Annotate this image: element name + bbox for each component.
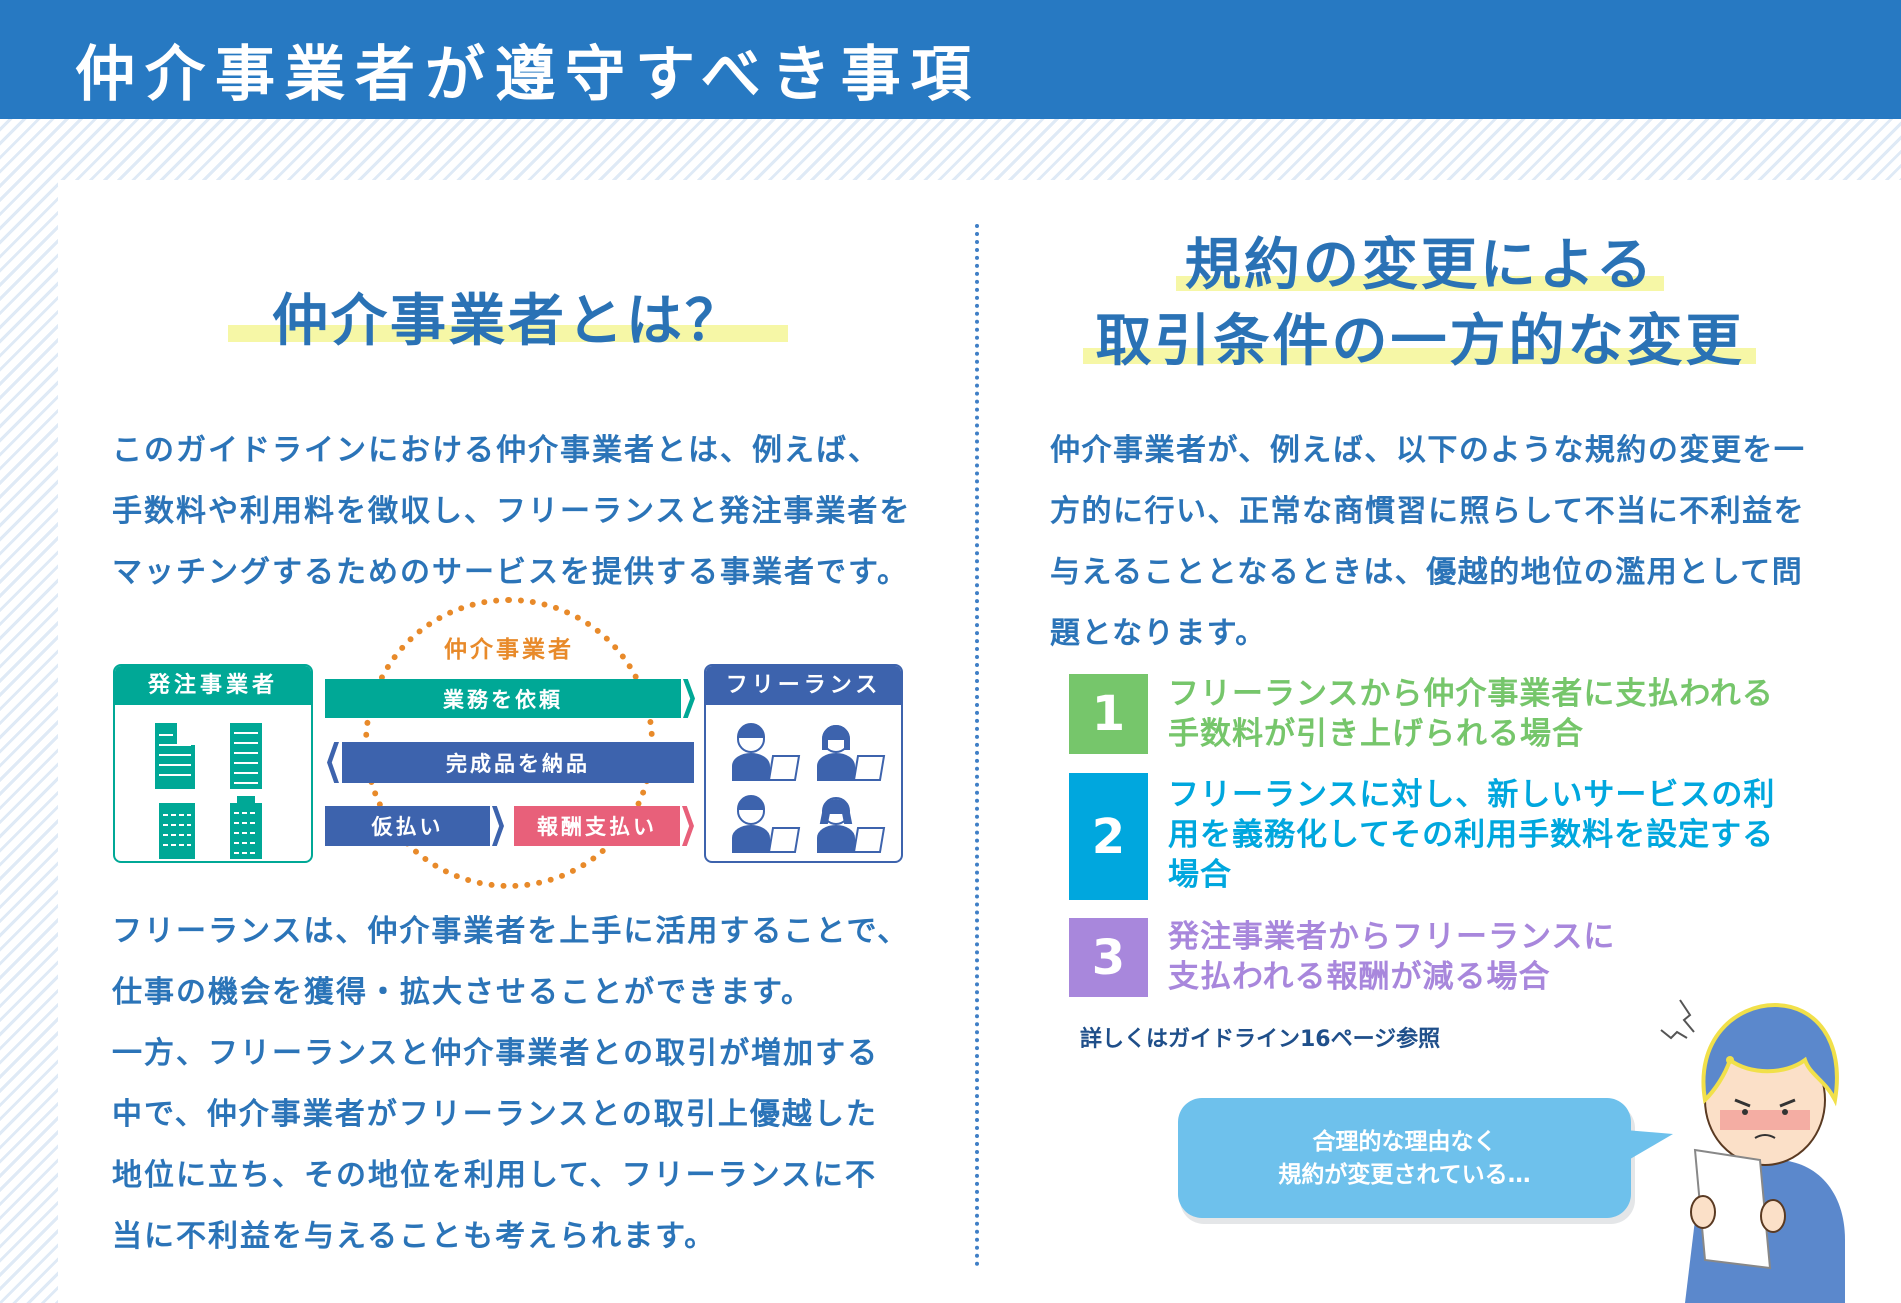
client-label: 発注事業者 [115,666,311,705]
heading-highlight [1083,348,1756,364]
request-label: 業務を依頼 [443,687,563,712]
heading-line: 規約の変更による [1184,233,1656,298]
payment-arrow: 報酬支払い [514,806,680,846]
header-bar [0,0,1901,119]
building-icons [155,723,262,859]
heading-line: 取引条件の一方的な変更 [1095,309,1745,374]
right-heading: 規約の変更による 取引条件の一方的な変更 [1030,228,1810,380]
text-line: 場合 [1168,857,1232,893]
text-line: 発注事業者からフリーランスに [1168,919,1616,955]
reference-note: 詳しくはガイドライン16ページ参照 [1080,1027,1441,1052]
bubble-line: 合理的な理由なく [1312,1129,1497,1155]
item-2-text: フリーランスに対し、新しいサービスの利 用を義務化してその利用手数料を設定する … [1168,775,1775,895]
item-1-text: フリーランスから仲介事業者に支払われる 手数料が引き上げられる場合 [1168,674,1774,754]
freelancer-icons [732,723,886,853]
prepay-arrow: 仮払い [325,806,490,846]
left-body: フリーランスは、仲介事業者を上手に活用することで、 仕事の機会を獲得・拡大させる… [112,901,909,1267]
request-arrow: 業務を依頼 [325,679,681,718]
payment-label: 報酬支払い [537,815,657,839]
speech-bubble-shape [1178,1098,1673,1224]
heading-highlight [1176,276,1664,291]
deliver-arrow: 完成品を納品 [342,742,694,783]
text-line: 支払われる報酬が減る場合 [1168,959,1551,995]
text-line: 仲介事業者が、例えば、以下のような規約の変更を一 [1050,433,1806,468]
prepay-label: 仮払い [371,815,444,839]
text-line: 題となります。 [1050,616,1267,651]
client-box: 発注事業者 [113,664,313,863]
page-title: 仲介事業者が遵守すべき事項 [75,40,981,110]
item-number-2: 2 [1069,773,1148,900]
column-divider [975,224,979,1267]
item-number-1: 1 [1069,674,1148,754]
deliver-label: 完成品を納品 [446,751,590,776]
heading-highlight [228,325,788,342]
text-line: 与えることとなるときは、優越的地位の濫用として問 [1050,555,1804,590]
freelance-box: フリーランス [704,664,903,863]
text-line: 手数料や利用料を徴収し、フリーランスと発注事業者を [112,494,912,529]
text-line: フリーランスに対し、新しいサービスの利 [1168,777,1776,813]
text-line: 仕事の機会を獲得・拡大させることができます。 [112,975,813,1010]
freelance-label: フリーランス [706,666,901,705]
text-line: このガイドラインにおける仲介事業者とは、例えば、 [112,433,880,468]
broker-label: 仲介事業者 [444,637,574,663]
left-intro: このガイドラインにおける仲介事業者とは、例えば、 手数料や利用料を徴収し、フリー… [112,420,911,603]
text-line: フリーランスから仲介事業者に支払われる [1168,676,1774,712]
text-line: 一方、フリーランスと仲介事業者との取引が増加する [112,1036,880,1071]
text-line: 方的に行い、正常な商慣習に照らして不当に不利益を [1050,494,1806,529]
text-line: 地位に立ち、その地位を利用して、フリーランスに不 [112,1158,877,1193]
speech-bubble: 合理的な理由なく 規約が変更されている… [1178,1126,1631,1192]
left-heading: 仲介事業者とは？ [272,289,744,354]
bubble-line: 規約が変更されている… [1278,1162,1531,1188]
item-3-text: 発注事業者からフリーランスに 支払われる報酬が減る場合 [1168,917,1615,997]
text-line: 当に不利益を与えることも考えられます。 [112,1219,717,1254]
text-line: フリーランスは、仲介事業者を上手に活用することで、 [112,914,910,949]
text-line: マッチングするためのサービスを提供する事業者です。 [112,555,909,590]
text-line: 中で、仲介事業者がフリーランスとの取引上優越した [112,1097,878,1132]
worried-person-illustration [1660,999,1845,1303]
right-intro: 仲介事業者が、例えば、以下のような規約の変更を一 方的に行い、正常な商慣習に照ら… [1050,420,1805,664]
text-line: 用を義務化してその利用手数料を設定する [1168,817,1775,853]
text-line: 手数料が引き上げられる場合 [1168,716,1584,752]
item-number-3: 3 [1069,918,1148,997]
